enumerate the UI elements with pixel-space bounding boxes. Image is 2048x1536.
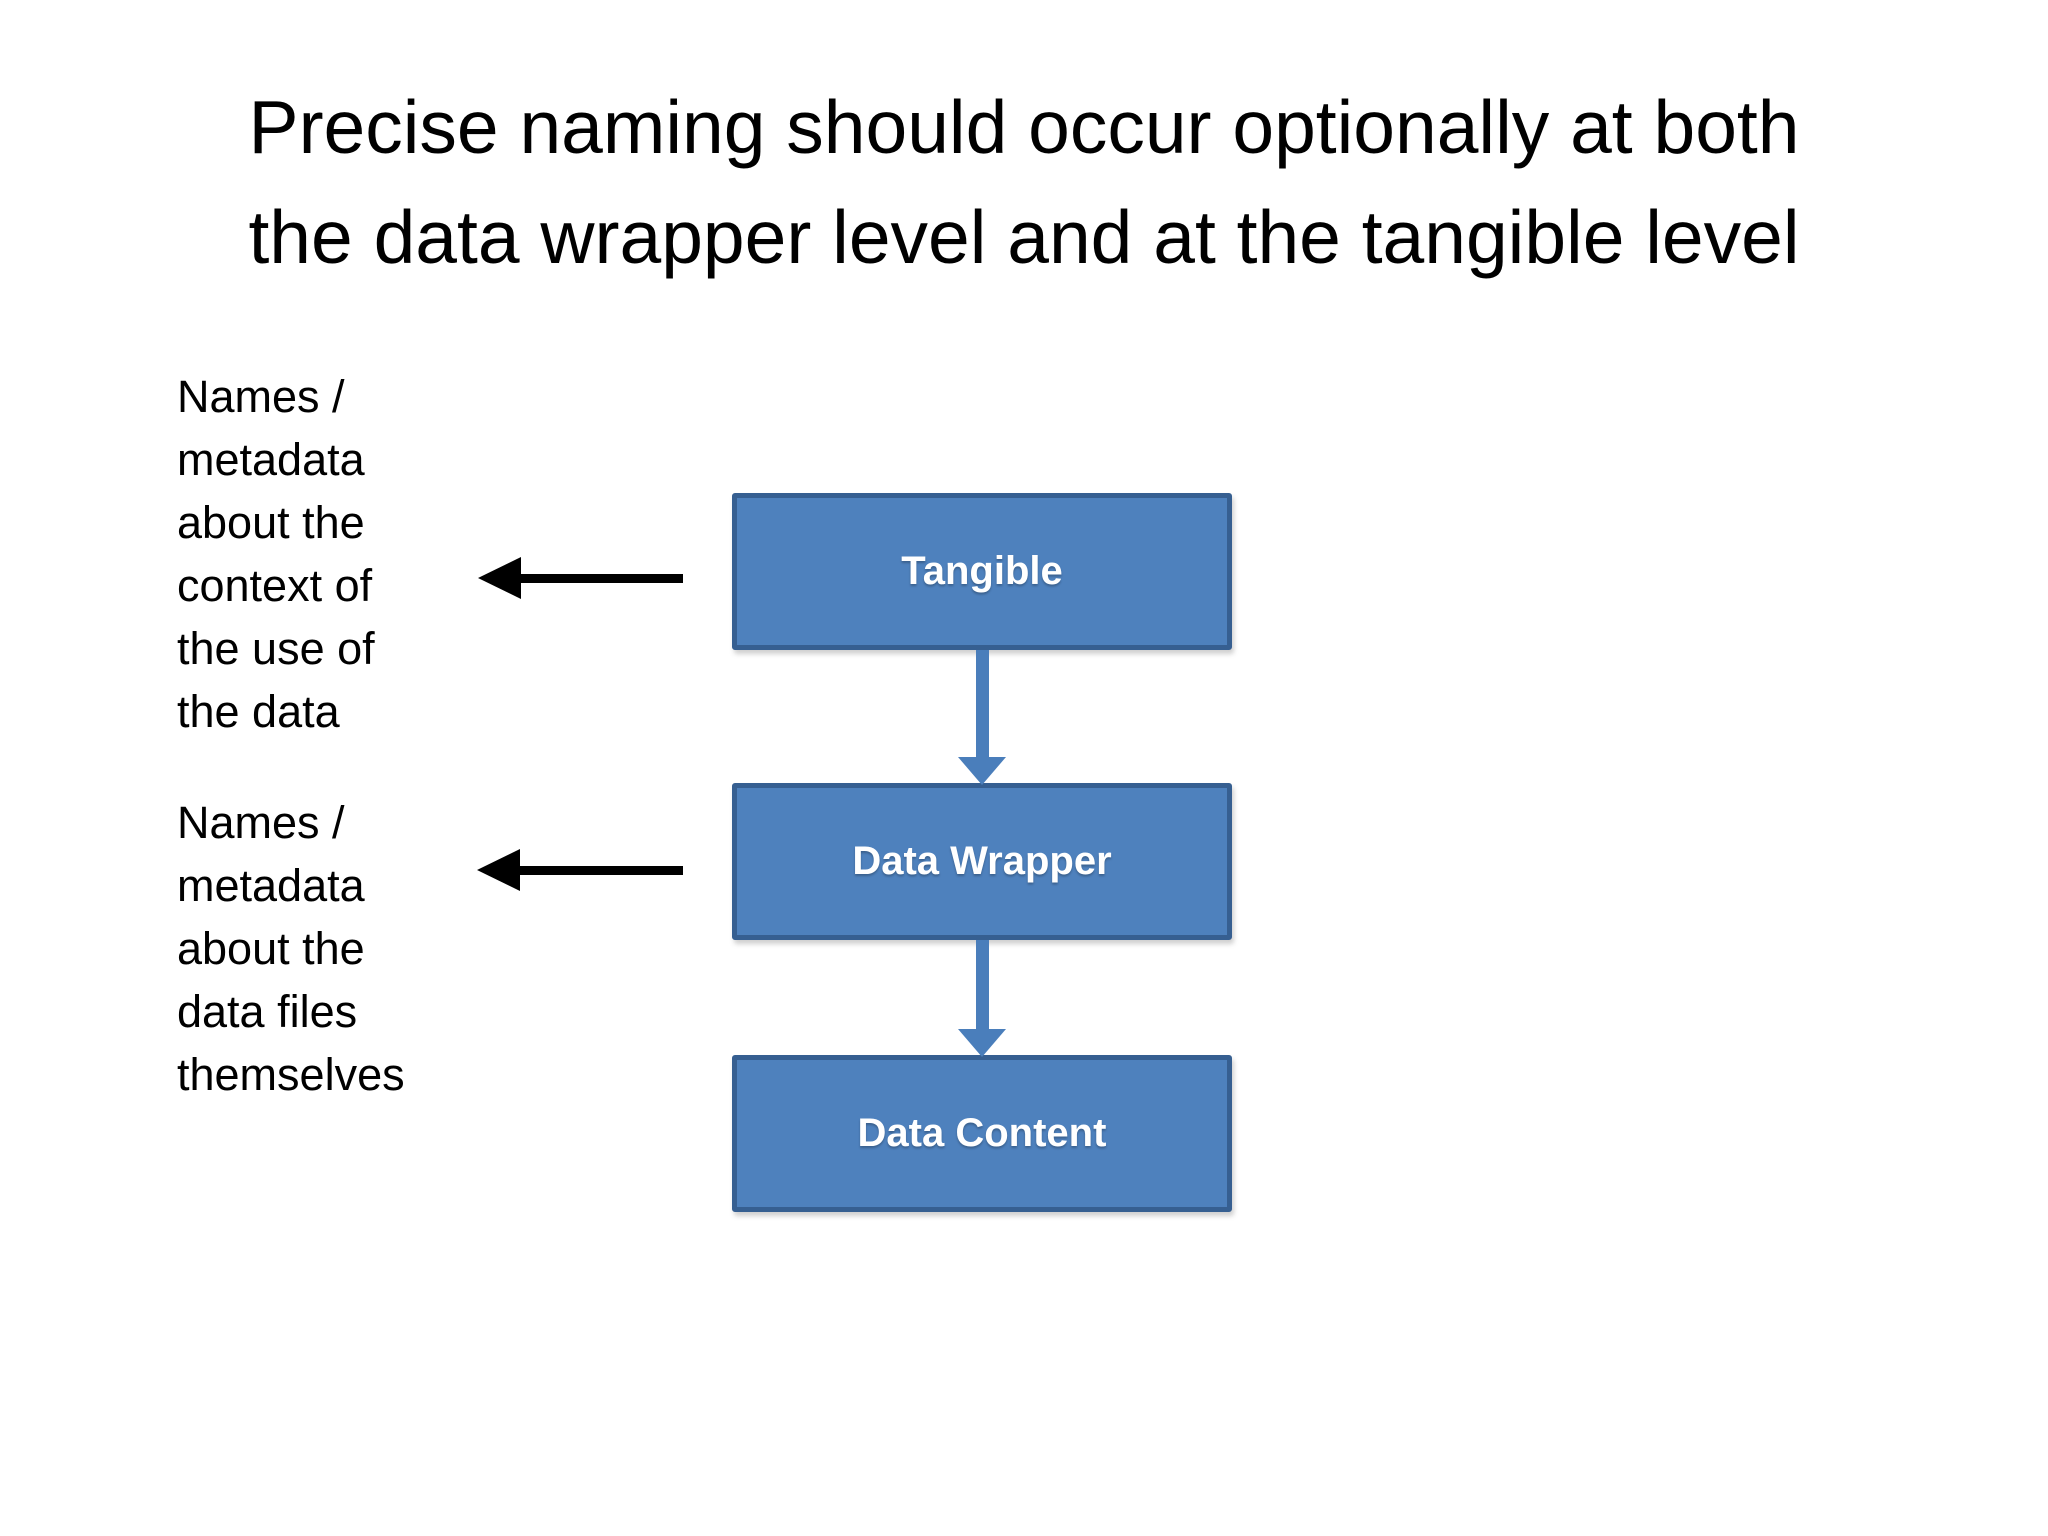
left-arrowhead-icon-data-wrapper <box>477 849 520 891</box>
left-arrow-shaft-tangible <box>517 574 683 583</box>
box-data-wrapper: Data Wrapper <box>732 783 1232 940</box>
down-arrowhead-icon-data-wrapper-to-data-content <box>958 1029 1006 1057</box>
box-tangible-label: Tangible <box>901 549 1063 593</box>
box-data-content: Data Content <box>732 1055 1232 1212</box>
slide-title: Precise naming should occur optionally a… <box>248 85 1800 279</box>
annotation-context-of-use: Names / metadata about the context of th… <box>177 371 375 737</box>
down-arrowhead-icon-tangible-to-data-wrapper <box>958 757 1006 785</box>
box-tangible: Tangible <box>732 493 1232 650</box>
connector-shaft-tangible-to-data-wrapper <box>976 650 989 760</box>
annotation-data-files: Names / metadata about the data files th… <box>177 797 405 1100</box>
left-arrowhead-icon-tangible <box>478 557 521 599</box>
box-data-wrapper-label: Data Wrapper <box>852 839 1112 883</box>
left-arrow-shaft-data-wrapper <box>516 866 683 875</box>
box-data-content-label: Data Content <box>857 1111 1107 1155</box>
connector-shaft-data-wrapper-to-data-content <box>976 940 989 1031</box>
